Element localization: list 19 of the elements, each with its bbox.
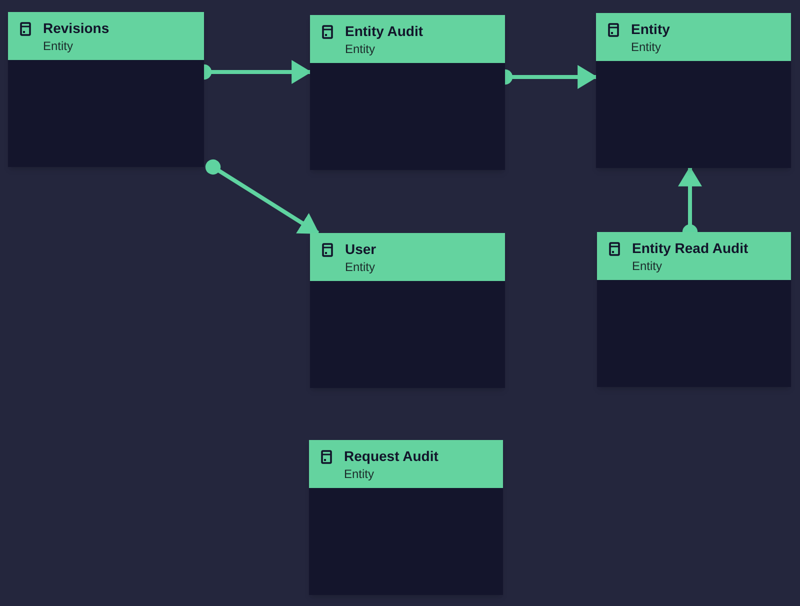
entity-card [310, 15, 505, 170]
entity-card [597, 232, 791, 387]
entity-card [8, 12, 204, 167]
arrow [205, 159, 320, 235]
entity-name: Revisions [43, 19, 110, 38]
entity-name: Entity Read Audit [632, 239, 748, 258]
entity-card [309, 440, 503, 595]
entity-name: Request Audit [344, 447, 438, 466]
entity-type: Entity [345, 259, 376, 275]
entity-name: User [345, 240, 376, 259]
entity-name: Entity Audit [345, 22, 424, 41]
entity-type: Entity [344, 466, 376, 482]
entity-type: Entity [43, 38, 74, 54]
entity-card [596, 13, 791, 168]
entity-type: Entity [632, 258, 664, 274]
entity-type: Entity [631, 39, 662, 55]
entity-name: Entity [631, 20, 670, 39]
entity-card [310, 233, 505, 388]
entity-type: Entity [345, 41, 376, 57]
